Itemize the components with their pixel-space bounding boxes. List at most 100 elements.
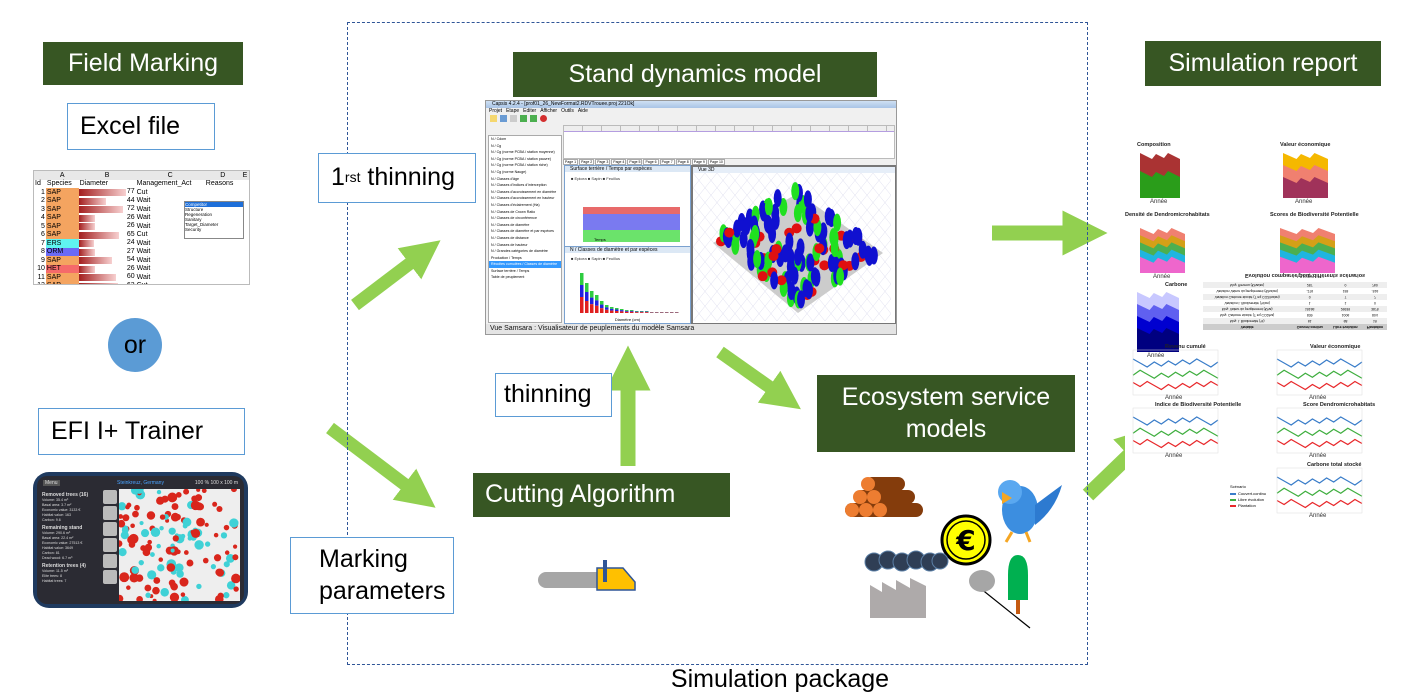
app-list-item[interactable]: N / Classes de Crown Ratio: [491, 209, 536, 214]
tree-marker: [125, 504, 130, 510]
app-list-item[interactable]: Table de peuplement: [491, 275, 525, 280]
diameter-value: 60: [126, 273, 135, 280]
excel-header: Management_Act: [136, 180, 192, 188]
app-list-item[interactable]: N / Classes de diamètre: [491, 222, 530, 227]
app-list-item[interactable]: N / Grandes catégories de diamètre: [491, 249, 548, 254]
dropdown-option[interactable]: Regeneration: [185, 212, 213, 217]
report-chart-title: Densité de Dendromicrohabitats: [1125, 212, 1210, 218]
dropdown-option[interactable]: Competitor: [185, 202, 243, 207]
bar: [610, 308, 614, 311]
app-list-item[interactable]: N / Cg: [491, 143, 502, 148]
dropdown-option[interactable]: Target_Diameter: [185, 222, 219, 227]
app-list-item[interactable]: N / Classes de hauteur: [491, 242, 528, 247]
app-list-item[interactable]: N / Classes d'éclairement (Ha): [491, 202, 540, 207]
tree-marker: [186, 559, 194, 567]
tree-marker: [156, 489, 162, 495]
tree-3d: [833, 213, 842, 232]
bar: [645, 312, 649, 313]
app-list-item[interactable]: N / Classes d'indices d'interception: [491, 183, 547, 188]
app-list-item[interactable]: N / Cg (norme Nauge): [491, 169, 527, 174]
diameter-value: 65: [126, 230, 135, 238]
app-list-item[interactable]: N / Classes de circonférence: [491, 216, 537, 221]
area-series: [1137, 328, 1179, 352]
tablet-location: Steinkreuz, Germany: [117, 480, 164, 486]
app-list-item[interactable]: N / Classes d'âge: [491, 176, 520, 181]
tree-3d: [814, 243, 825, 254]
bar: [580, 273, 584, 285]
app-list-item[interactable]: Surface terrière / Temps: [491, 268, 530, 273]
tree-marker: [119, 514, 123, 519]
chart2-xlabel: Diamètre (cm): [614, 317, 641, 322]
tree-marker: [204, 541, 211, 547]
tree-marker: [172, 535, 179, 542]
app-menu-item[interactable]: Editer: [523, 108, 537, 114]
tree-marker: [159, 525, 164, 531]
svg-text:■ Epicea ■ Sapin ■ Feuillus: ■ Epicea ■ Sapin ■ Feuillus: [571, 256, 620, 261]
app-page-tab[interactable]: Page 3: [595, 159, 611, 165]
app-page-tab[interactable]: Page 7: [659, 159, 675, 165]
app-list-item[interactable]: Production / Temps: [491, 255, 522, 260]
tree-3d: [797, 290, 806, 309]
app-page-tab[interactable]: Page 8: [675, 159, 691, 165]
tree-marker: [210, 564, 216, 570]
app-list-item[interactable]: N / Classes de diamètre et par espèces: [491, 229, 554, 234]
app-list-item[interactable]: N / Classes de distance: [491, 235, 529, 240]
app-list-item[interactable]: N / Cdom: [491, 137, 507, 141]
efi-tablet-screenshot: Menu Steinkreuz, Germany 100 % 100 x 100…: [33, 472, 248, 608]
bar: [615, 308, 619, 310]
app-list-item[interactable]: N / Cg (norme PCBA / station riche): [491, 163, 548, 168]
app-list-item[interactable]: N / Classes d'accroissement en hauteur: [491, 196, 555, 201]
report-charts: [1132, 153, 1363, 514]
cell-species: SAP: [45, 205, 79, 214]
scenario-swatch: [1230, 499, 1236, 501]
app-menu-item[interactable]: Outils: [561, 108, 574, 114]
tree-3d: [793, 204, 802, 223]
report-table-cell: 1: [1344, 301, 1347, 305]
chart2-title: N / Classes de diamètre et par espèces: [565, 247, 690, 253]
tree-marker: [152, 586, 160, 595]
tree-marker: [179, 577, 189, 587]
app-page-tab[interactable]: Page 6: [643, 159, 659, 165]
bar: [595, 300, 599, 306]
tree-marker: [224, 550, 230, 555]
report-table-cell: 0: [1344, 283, 1347, 287]
app-list-item[interactable]: N / Cg (norme PCBA / station moyenne): [491, 150, 555, 155]
tree-marker: [147, 570, 157, 580]
cell-species: SAP: [45, 281, 79, 284]
app-menu-item[interactable]: Etape: [506, 108, 520, 114]
app-page-tab[interactable]: Page 2: [579, 159, 595, 165]
cell-management-act: Wait: [136, 222, 151, 230]
bar: [640, 311, 644, 313]
cell-management-act: Wait: [136, 256, 151, 264]
area-series: [1280, 256, 1335, 273]
app-page-tab[interactable]: Page 4: [611, 159, 627, 165]
tree-3d: [803, 190, 812, 209]
tree-3d: [791, 223, 802, 234]
app-list-item[interactable]: Récoltes cumulées / Classes de diamètre: [489, 261, 561, 268]
app-page-tab[interactable]: Page 1: [563, 159, 579, 165]
report-chart-title: Composition: [1137, 142, 1171, 148]
app-page-tab[interactable]: Page 5: [627, 159, 643, 165]
report-table-cell: 7: [1373, 295, 1376, 299]
tree-marker: [130, 489, 140, 495]
app-menu-item[interactable]: Aide: [577, 108, 588, 114]
chart1-area: ■ Epicea ■ Sapin ■ Feuillus: [571, 176, 680, 242]
app-list-item[interactable]: N / Cg (norme PCBA / station pauvre): [491, 156, 551, 161]
bar: [580, 297, 584, 313]
dropdown-option[interactable]: Sanitary: [185, 217, 202, 222]
tablet-stat: Volume: 290.6 m³: [42, 531, 71, 535]
app-menu-item[interactable]: Afficher: [540, 108, 558, 114]
arrow-model-to-ecosystem: [716, 346, 801, 410]
app-page-tab[interactable]: Page 9: [691, 159, 707, 165]
app-list-item[interactable]: N / Classes d'accroissement en diamètre: [491, 189, 557, 194]
dropdown-option[interactable]: Security: [185, 227, 202, 232]
dropdown-option[interactable]: Structure: [185, 207, 204, 212]
cell-management-act: Wait: [136, 239, 151, 247]
app-menu-item[interactable]: Projet: [489, 108, 503, 114]
report-table-cell: -516: [1371, 289, 1379, 293]
app-page-tab[interactable]: Page 10: [707, 159, 725, 165]
report-table-heading: Variable: [1240, 325, 1254, 329]
